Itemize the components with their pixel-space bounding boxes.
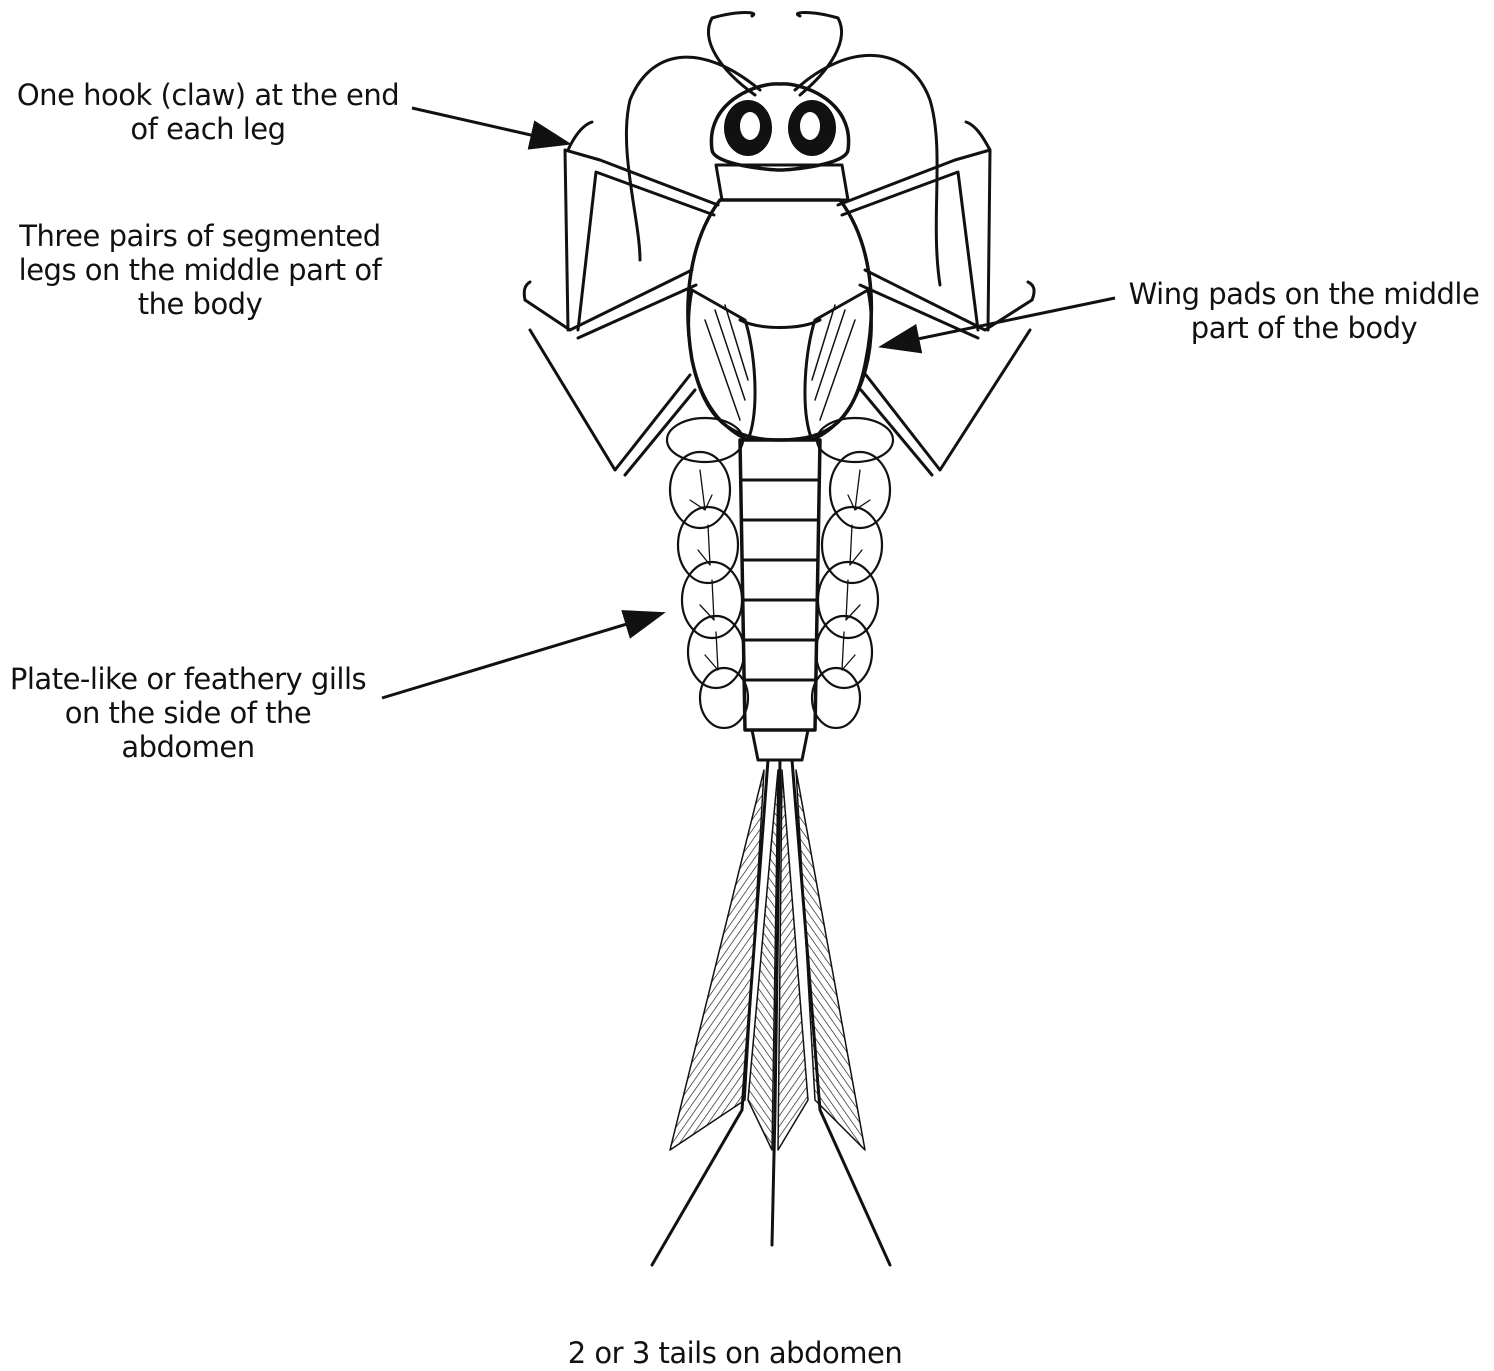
wing-pads-label-line-1: Wing pads on the middle	[1118, 277, 1490, 311]
legs	[524, 122, 1034, 475]
head	[711, 84, 848, 170]
hook-label-line-2: of each leg	[8, 112, 408, 146]
hook-pointer-arrow	[412, 108, 566, 143]
tails	[652, 760, 890, 1265]
legs-label-line-2: legs on the middle part of	[0, 253, 400, 287]
tails-label-line-1: 2 or 3 tails on abdomen	[520, 1336, 950, 1370]
tails-label: 2 or 3 tails on abdomen	[520, 1336, 950, 1370]
gills-label-line-3: abdomen	[0, 730, 376, 764]
gills-label-line-1: Plate-like or feathery gills	[0, 662, 376, 696]
wing-pads-label-line-2: part of the body	[1118, 311, 1490, 345]
gills-label: Plate-like or feathery gills on the side…	[0, 662, 376, 764]
antennae	[626, 13, 940, 286]
gills-label-line-2: on the side of the	[0, 696, 376, 730]
legs-label-line-3: the body	[0, 287, 400, 321]
wing-pads-pointer-arrow	[884, 298, 1115, 346]
hook-label: One hook (claw) at the end of each leg	[8, 78, 408, 146]
legs-label-line-1: Three pairs of segmented	[0, 219, 400, 253]
wing-pads-label: Wing pads on the middle part of the body	[1118, 277, 1490, 345]
legs-label: Three pairs of segmented legs on the mid…	[0, 219, 400, 321]
abdomen	[740, 440, 820, 760]
gills-pointer-arrow	[382, 614, 660, 698]
hook-label-line-1: One hook (claw) at the end	[8, 78, 408, 112]
